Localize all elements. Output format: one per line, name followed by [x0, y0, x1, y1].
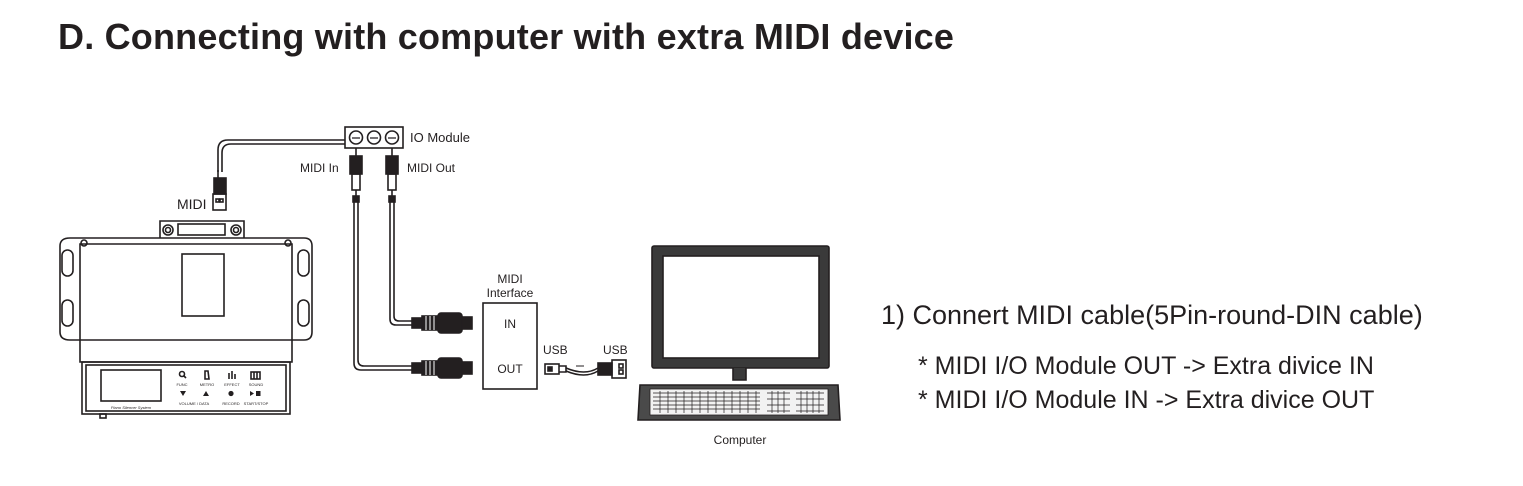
equalizer-icon: [228, 371, 236, 379]
instructions: 1) Connert MIDI cable(5Pin-round-DIN cab…: [881, 300, 1423, 417]
play-stop-icon: [250, 391, 254, 396]
din-connector-out: [411, 357, 473, 379]
button-label-sound: SOUND: [249, 382, 264, 387]
controller-brand: Piano Silencer System: [111, 405, 152, 410]
metronome-icon: [204, 370, 210, 380]
controller-midi-label: MIDI: [177, 196, 207, 212]
usb-cable: [544, 359, 627, 379]
keyboard-keys: [653, 391, 824, 413]
instruction-bullet: * MIDI I/O Module OUT -> Extra divice IN: [918, 352, 1374, 380]
io-module-label: IO Module: [410, 130, 470, 145]
page-title: D. Connecting with computer with extra M…: [58, 16, 955, 57]
interface-title-line1: MIDI: [497, 272, 522, 286]
button-label-effect: EFFECT: [224, 382, 240, 387]
usb-right-label: USB: [603, 343, 628, 357]
triangle-down-icon: [180, 391, 186, 396]
midi-in-plug: [349, 155, 363, 203]
button-label-record: RECORD: [222, 401, 239, 406]
controller-midi-plug: [212, 170, 227, 211]
interface-in-label: IN: [504, 317, 516, 331]
midi-out-label: MIDI Out: [407, 161, 456, 175]
triangle-up-icon: [203, 391, 209, 396]
button-label-volume: VOLUME / DATA: [179, 401, 210, 406]
instruction-bullet: * MIDI I/O Module IN -> Extra divice OUT: [918, 386, 1375, 414]
din-connector-in: [411, 312, 473, 334]
record-dot-icon: [228, 390, 234, 397]
midi-interface-box: [482, 302, 538, 390]
button-label-start-stop: START/STOP: [244, 401, 269, 406]
computer-label: Computer: [714, 433, 767, 447]
midi-out-cable: [389, 202, 412, 326]
magnifier-icon: [178, 370, 186, 378]
button-label-func: FUNC: [176, 382, 187, 387]
interface-out-label: OUT: [497, 362, 523, 376]
midi-in-cable: [353, 202, 412, 371]
usb-left-label: USB: [543, 343, 568, 357]
midi-in-label: MIDI In: [300, 161, 339, 175]
io-module: [344, 126, 404, 156]
button-label-metro: METRO: [200, 382, 214, 387]
interface-title-line2: Interface: [487, 286, 534, 300]
instruction-step: 1) Connert MIDI cable(5Pin-round-DIN cab…: [881, 300, 1423, 330]
piano-keys-icon: [250, 371, 261, 380]
controller-buttons: [178, 370, 261, 380]
piano-controller-box: [59, 220, 313, 419]
midi-out-plug: [385, 155, 399, 203]
controller-to-io-cable: [217, 139, 345, 172]
instruction-bullets: * MIDI I/O Module OUT -> Extra divice IN…: [918, 349, 1423, 417]
